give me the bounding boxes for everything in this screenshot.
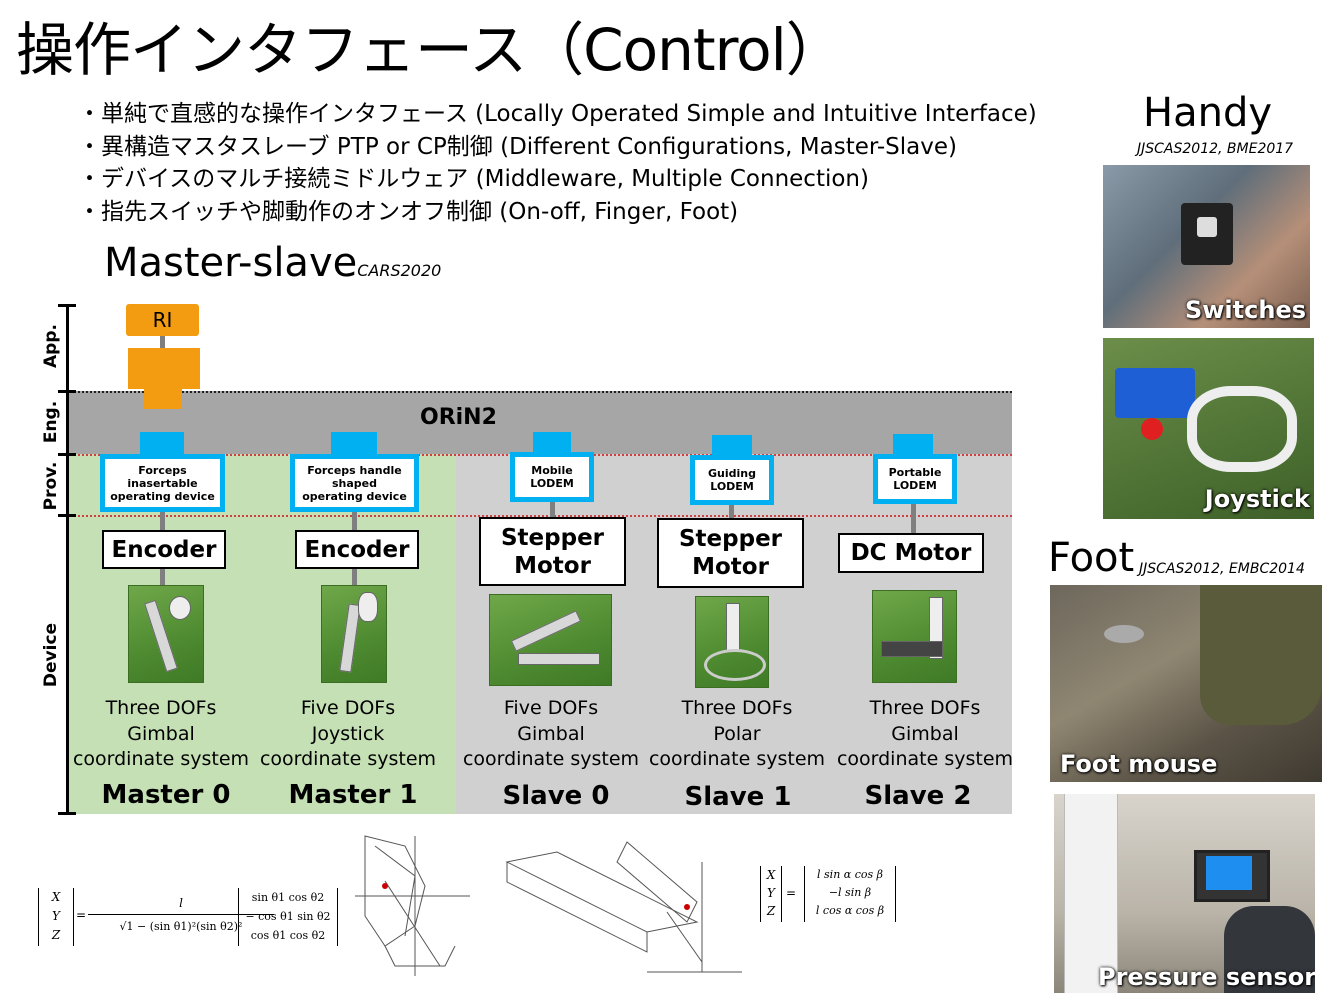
connector-stem bbox=[160, 569, 165, 585]
connector-stem bbox=[729, 505, 734, 519]
device-name: Slave 0 bbox=[502, 781, 610, 811]
device-photo bbox=[321, 585, 387, 683]
axis-tick bbox=[58, 453, 76, 456]
connector-stem bbox=[352, 569, 357, 585]
provider-connector bbox=[893, 434, 933, 456]
handy-ref: JJSCAS2012, BME2017 bbox=[1137, 141, 1294, 157]
axis-tick bbox=[58, 390, 76, 393]
device-box: Encoder bbox=[295, 530, 419, 569]
app-stem bbox=[160, 336, 165, 348]
switches-photo: Switches bbox=[1103, 165, 1310, 328]
bullet-item: ・指先スイッチや脚動作のオンオフ制御 (On-off, Finger, Foot… bbox=[78, 198, 739, 225]
provider-connector bbox=[712, 435, 752, 457]
axis-tick bbox=[58, 514, 76, 517]
axis-tick bbox=[58, 812, 76, 815]
bullet-item: ・単純で直感的な操作インタフェース (Locally Operated Simp… bbox=[78, 101, 1037, 127]
bullet-item: ・デバイスのマルチ接続ミドルウェア (Middleware, Multiple … bbox=[78, 166, 869, 192]
master-kinematics-diagram bbox=[355, 835, 470, 976]
master-slave-ref: CARS2020 bbox=[357, 261, 442, 280]
slave-kinematics-diagram bbox=[505, 841, 742, 973]
app-connector bbox=[128, 348, 200, 389]
device-name: Slave 2 bbox=[864, 781, 972, 811]
device-name: Master 0 bbox=[101, 780, 231, 810]
photo-caption: Switches bbox=[1184, 296, 1306, 324]
device-photo bbox=[489, 594, 612, 686]
device-box: Encoder bbox=[102, 530, 226, 569]
foot-title: Foot bbox=[1048, 535, 1135, 581]
engine-label: ORiN2 bbox=[420, 405, 497, 430]
connector-stem bbox=[160, 512, 165, 532]
axis-tick bbox=[58, 304, 76, 307]
connector-stem bbox=[911, 504, 916, 534]
app-box-ri: RI bbox=[126, 304, 199, 336]
bullet-item: ・異構造マスタスレーブ PTP or CP制御 (Different Confi… bbox=[78, 133, 957, 160]
layer-label-app: App. bbox=[41, 324, 61, 368]
master-slave-label: Master-slave bbox=[104, 240, 358, 286]
bullet-list: ・単純で直感的な操作インタフェース (Locally Operated Simp… bbox=[78, 98, 1037, 228]
device-photo bbox=[872, 590, 957, 683]
provider-connector bbox=[533, 432, 571, 454]
foot-ref: JJSCAS2012, EMBC2014 bbox=[1139, 561, 1305, 577]
master-slave-heading: Master-slaveCARS2020 bbox=[104, 240, 441, 286]
connector-stem bbox=[550, 502, 555, 518]
device-photo bbox=[695, 596, 769, 688]
layer-label-eng: Eng. bbox=[41, 400, 61, 444]
device-name: Master 1 bbox=[288, 780, 418, 810]
provider-connector bbox=[140, 432, 184, 454]
joystick-photo: Joystick bbox=[1103, 338, 1314, 519]
app-connector bbox=[144, 389, 182, 409]
layer-label-prov: Prov. bbox=[41, 461, 61, 511]
photo-caption: Pressure sensor bbox=[1098, 963, 1315, 991]
device-photo bbox=[128, 585, 204, 683]
device-name: Slave 1 bbox=[684, 782, 792, 812]
photo-caption: Foot mouse bbox=[1060, 750, 1218, 778]
page-title: 操作インタフェース（Control） bbox=[16, 16, 844, 84]
device-box: DC Motor bbox=[838, 533, 984, 573]
handy-title: Handy bbox=[1143, 90, 1273, 136]
foot-mouse-photo: Foot mouse bbox=[1050, 585, 1322, 782]
photo-caption: Joystick bbox=[1204, 485, 1310, 513]
layer-axis bbox=[66, 304, 69, 814]
pressure-sensor-photo: Pressure sensor bbox=[1054, 794, 1315, 993]
connector-stem bbox=[352, 512, 357, 530]
layer-divider bbox=[66, 515, 1012, 517]
layer-label-device: Device bbox=[41, 622, 61, 688]
provider-connector bbox=[331, 432, 377, 454]
